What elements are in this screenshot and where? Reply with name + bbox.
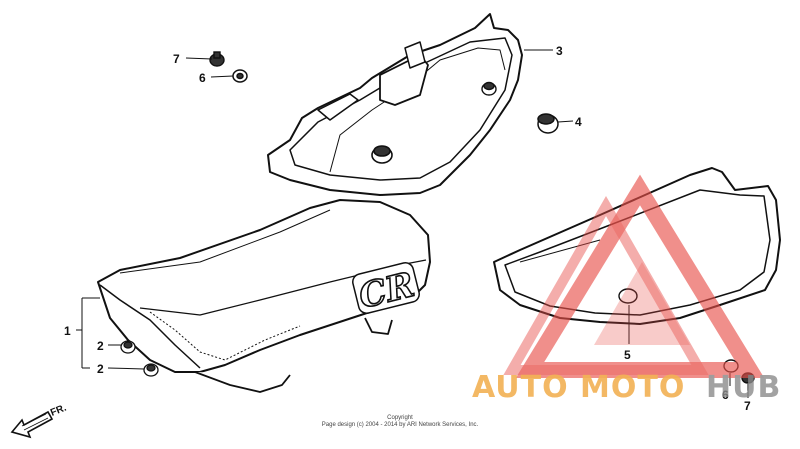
watermark-triangle-icon [503,174,765,378]
copyright-line-1: Copyright [387,415,413,421]
watermark-text-auto: AUTO [472,370,569,405]
callout-3: 3 [556,44,563,58]
leader-lines [76,49,749,398]
copyright-notice: Copyright Page design (c) 2004 - 2014 by… [270,415,530,429]
grommet-lower [618,288,638,304]
nut-b [143,363,159,377]
callout-6-bottom: 6 [722,388,729,402]
callout-2-lower: 2 [97,362,104,376]
callout-7-bottom: 7 [744,399,751,413]
callout-6-top: 6 [199,71,206,85]
watermark-text-moto: MOTO [580,370,685,405]
grommet-upper-left [371,145,393,164]
copyright-line-2: Page design (c) 2004 - 2014 by ARI Netwo… [321,422,479,428]
front-arrow: FR. [10,402,68,439]
grommet-upper-right [481,81,497,96]
grommet-part-4 [537,113,559,134]
side-cover-upper [267,13,523,196]
callout-2-upper: 2 [97,339,104,353]
callout-5: 5 [624,348,631,362]
front-label: FR. [49,402,68,418]
callout-4: 4 [575,115,582,129]
watermark-text-hub: HUB [706,370,781,405]
callout-1: 1 [64,324,71,338]
callout-7-top: 7 [173,52,180,66]
bolt-top [209,51,225,67]
watermark-logo: AUTO MOTO HUB [472,174,781,405]
nut-a [120,340,136,354]
washer-top [232,69,248,83]
